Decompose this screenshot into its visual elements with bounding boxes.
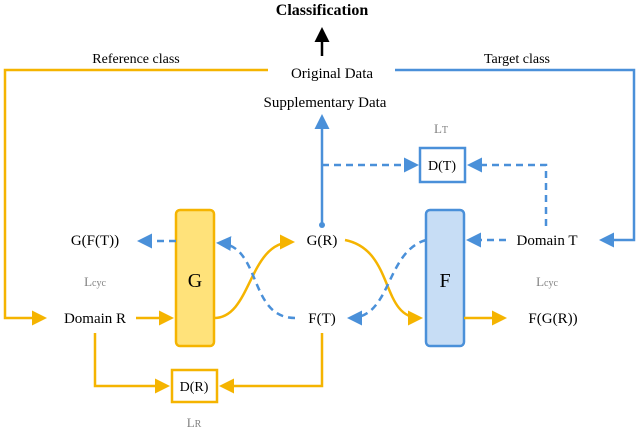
reference-class-arrow	[3, 68, 268, 326]
discriminator-t-label: D(T)	[428, 159, 456, 174]
reference-class-label: Reference class	[92, 52, 179, 67]
f-g-r-label: F(G(R))	[528, 311, 577, 327]
original-data-label: Original Data	[291, 66, 373, 82]
loss-r-label: LR	[187, 415, 202, 430]
domain-r-to-dr-arrow	[93, 333, 170, 394]
generator-f-box	[424, 208, 466, 348]
generator-g-label: G	[188, 270, 202, 292]
f-t-to-dr-arrow	[219, 333, 324, 394]
g-f-t-label: G(F(T))	[71, 233, 119, 249]
g-r-junction-dot	[319, 222, 325, 228]
classification-label: Classification	[276, 2, 369, 19]
f-t-label: F(T)	[308, 311, 336, 327]
domain-t-to-dt-arrow	[467, 157, 548, 226]
domain-t-label: Domain T	[517, 233, 578, 249]
generator-f-label: F	[439, 270, 450, 292]
loss-cyc-left-label: Lcyc	[84, 274, 106, 289]
discriminator-r-box	[170, 368, 219, 404]
domain-r-label: Domain R	[64, 311, 126, 327]
discriminator-r-label: D(R)	[180, 380, 209, 395]
loss-t-label: LT	[434, 121, 448, 136]
loss-cyc-right-label: Lcyc	[536, 274, 558, 289]
g-to-g-r-arrow	[213, 234, 295, 320]
f-to-f-t-arrow	[347, 238, 427, 326]
f-t-to-g-arrow	[216, 236, 296, 320]
target-class-label: Target class	[484, 52, 550, 67]
supplementary-data-label: Supplementary Data	[264, 95, 387, 111]
g-r-label: G(R)	[307, 233, 338, 249]
discriminator-t-box	[418, 146, 467, 184]
target-class-arrow	[395, 68, 636, 248]
generator-g-box	[174, 208, 216, 348]
g-r-to-f-arrow	[344, 238, 423, 326]
